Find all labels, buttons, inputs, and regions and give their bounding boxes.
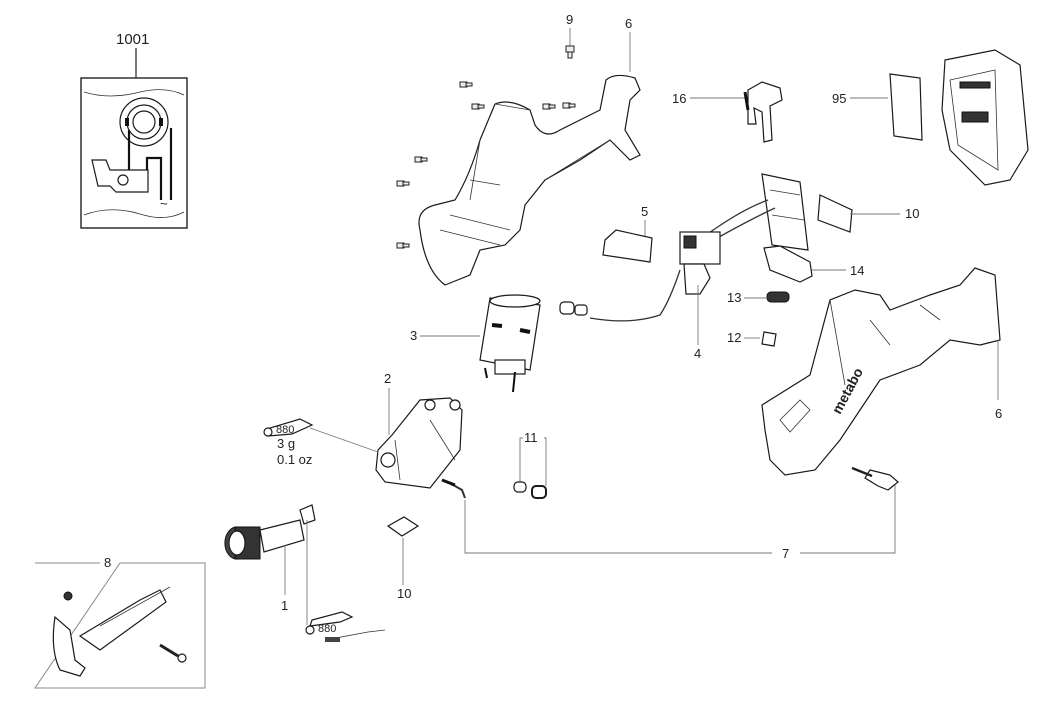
housing-half-left: 9 6	[396, 12, 641, 286]
screw-icon	[565, 45, 575, 59]
wiring-diagram-1001: 1001 ~	[80, 31, 188, 229]
gear-housing-2: 2	[375, 371, 463, 489]
spring-14: 13	[727, 290, 790, 305]
grease-tube-top: 880 3 g 0.1 oz	[263, 418, 379, 467]
grease-amount-g: 3 g	[277, 436, 295, 451]
spindle-1: 1	[224, 504, 316, 625]
label-16: 16	[672, 91, 686, 106]
label-14: 13	[727, 290, 741, 305]
label-1001: 1001	[116, 31, 149, 48]
screw-icon	[396, 81, 576, 249]
label-15: 14	[850, 263, 864, 278]
lever-set-7: 7	[441, 466, 899, 561]
label-6-right: 6	[995, 406, 1002, 421]
label-10: 8	[104, 555, 111, 570]
label-6-top: 6	[625, 16, 632, 31]
motor-3: 3	[410, 294, 541, 393]
grease-code-bottom: 880	[318, 623, 336, 635]
label-11: 10	[397, 586, 411, 601]
grease-amount-oz: 0.1 oz	[277, 452, 312, 467]
label-2: 2	[384, 371, 391, 386]
label-7: 7	[782, 546, 789, 561]
grease-tube-bottom: 880	[305, 611, 386, 642]
label-9: 10	[905, 206, 919, 221]
label-5: 5	[641, 204, 648, 219]
shoe-assembly-10: 8	[34, 555, 206, 689]
electronics-board: 10	[701, 173, 919, 251]
pad-11: 10	[386, 516, 420, 601]
ac-symbol: ~	[160, 196, 168, 211]
label-3: 3	[410, 328, 417, 343]
battery-95: 95	[832, 49, 1029, 186]
slide-15: 14	[763, 245, 864, 283]
switch-4: 4	[559, 231, 721, 361]
label-13: 12	[727, 330, 741, 345]
housing-half-right: metabo 6	[761, 267, 1002, 476]
cover-cap-5: 5	[602, 204, 653, 263]
label-4: 4	[694, 346, 701, 361]
grease-code-top: 880	[276, 424, 294, 436]
label-95: 95	[832, 91, 846, 106]
clip-16: 16	[672, 81, 783, 143]
label-12: 11	[524, 430, 538, 445]
insert-13: 12	[727, 330, 777, 347]
bushings-12: 11	[513, 430, 547, 499]
label-8: 9	[566, 12, 573, 27]
label-1: 1	[281, 598, 288, 613]
